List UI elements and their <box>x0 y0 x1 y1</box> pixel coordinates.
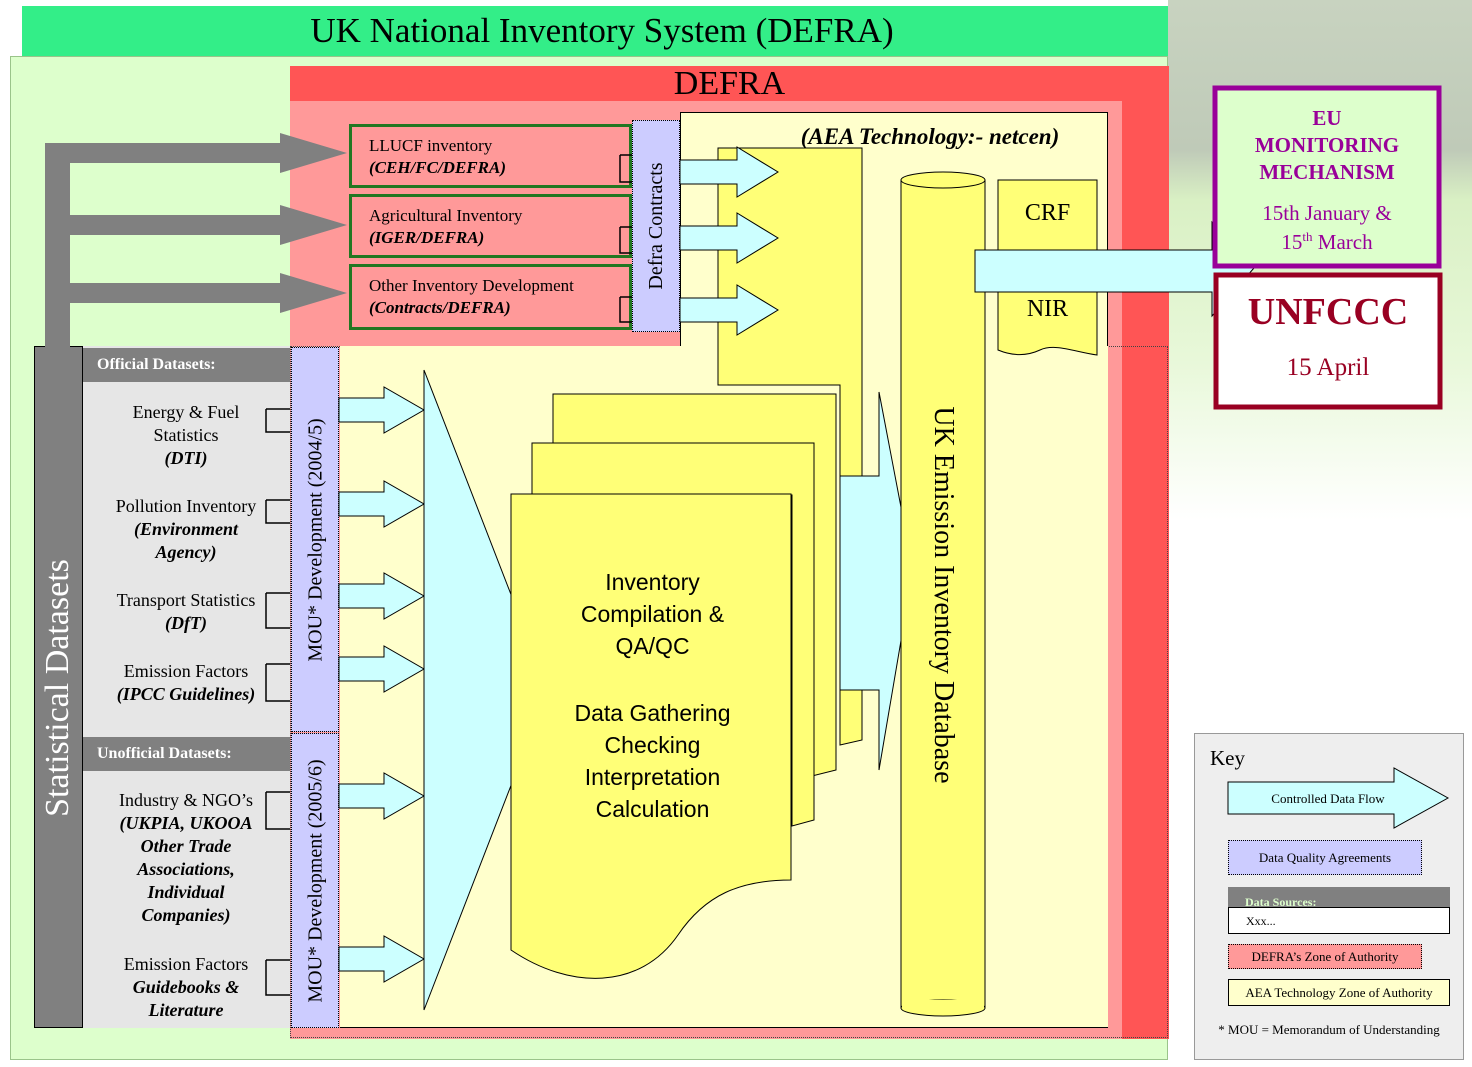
dataset-brackets <box>265 408 290 996</box>
compilation-line-spacer <box>540 662 765 697</box>
inventory-arrows <box>679 146 779 336</box>
database-label: UK Emission Inventory Database <box>928 406 959 784</box>
nir-label: NIR <box>1026 296 1069 322</box>
eu-title-line-2: MONITORING <box>1254 133 1400 157</box>
inventory-other-org: (Contracts/DEFRA) <box>369 298 511 317</box>
eu-box <box>1212 85 1442 269</box>
eu-date-2-rest: March <box>1312 230 1373 254</box>
dataset-energy-org: (DTI) <box>164 448 208 468</box>
dataset-energy-name: Energy & Fuel Statistics <box>132 402 240 445</box>
key-defra-label: DEFRA’s Zone of Authority <box>1251 949 1399 964</box>
aea-label: (AEA Technology:- netcen) <box>800 124 1060 149</box>
funnel-triangle <box>423 369 549 1011</box>
eu-title: EU MONITORING MECHANISM <box>1215 105 1439 186</box>
dataset-emission-factors-guidebooks: Emission Factors Guidebooks & Literature <box>88 953 284 1022</box>
official-datasets-header: Official Datasets: <box>97 356 216 373</box>
dataset-transport: Transport Statistics (DfT) <box>88 589 284 635</box>
dataset-ipcc-name: Emission Factors <box>123 661 249 681</box>
key-dqa-label: Data Quality Agreements <box>1258 850 1392 865</box>
eu-date-2-sup: th <box>1302 229 1313 244</box>
mou-2004-strip <box>291 347 339 732</box>
official-header-bar <box>83 348 290 382</box>
datasets-panel <box>83 346 290 1028</box>
compilation-to-db-arrow <box>839 391 914 771</box>
dataset-industry-name: Industry & NGO’s <box>119 790 253 810</box>
unfccc-title: UNFCCC <box>1247 291 1409 333</box>
inventory-llucf <box>349 124 632 188</box>
key-sources-header-bar <box>1228 887 1450 907</box>
dataset-energy: Energy & Fuel Statistics (DTI) <box>88 401 284 470</box>
key-flow-arrow <box>1227 767 1450 829</box>
eu-date-2-num: 15 <box>1281 230 1303 254</box>
dataset-pollution-name: Pollution Inventory <box>115 496 257 516</box>
unfccc-date: 15 April <box>1286 354 1370 381</box>
unofficial-header-bar <box>83 737 290 771</box>
dataset-pollution: Pollution Inventory (Environment Agency) <box>88 495 284 564</box>
database-cylinder <box>900 171 986 1017</box>
eu-date-1: 15th January & <box>1262 201 1392 225</box>
key-sources-value: Xxx... <box>1246 914 1276 928</box>
key-aea-label: AEA Technology Zone of Authority <box>1245 985 1433 1000</box>
compilation-line-5: Data Gathering <box>574 700 731 726</box>
compilation-line-7: Interpretation <box>584 764 721 790</box>
dataset-transport-org: (DfT) <box>165 613 207 633</box>
dataset-guidebooks-org: Guidebooks & Literature <box>132 977 240 1020</box>
dataset-transport-name: Transport Statistics <box>116 590 256 610</box>
inventory-llucf-org: (CEH/FC/DEFRA) <box>369 158 506 177</box>
key-sources-box <box>1228 907 1450 934</box>
dataset-guidebooks-name: Emission Factors <box>123 954 249 974</box>
mou-arrows <box>338 386 426 983</box>
defra-label: DEFRA <box>673 65 786 102</box>
inventory-agricultural-org: (IGER/DEFRA) <box>369 228 485 247</box>
title-bar <box>22 6 1182 56</box>
grey-source-arrows <box>45 133 347 348</box>
compilation-page-1 <box>510 493 792 979</box>
nir-document <box>997 281 1098 356</box>
key-dqa-swatch <box>1228 840 1422 875</box>
dataset-industry-org: (UKPIA, UKOOA Other Trade Associations, … <box>119 813 253 925</box>
dataset-ipcc-org: (IPCC Guidelines) <box>116 684 256 704</box>
inventory-llucf-name: LLUCF inventory <box>369 136 493 155</box>
key-title: Key <box>1210 746 1245 770</box>
eu-date-2: 15th March <box>1215 229 1439 255</box>
eu-title-line-3: MECHANISM <box>1259 160 1395 184</box>
contracts-brackets <box>619 154 632 323</box>
page-title: UK National Inventory System (DEFRA) <box>310 11 894 50</box>
compilation-line-3: QA/QC <box>615 633 690 659</box>
dataset-industry-ngo: Industry & NGO’s (UKPIA, UKOOA Other Tra… <box>88 789 284 927</box>
mou-2005-strip <box>291 733 339 1028</box>
compilation-line-1: Inventory <box>605 569 700 595</box>
inventory-agricultural-name: Agricultural Inventory <box>369 206 523 225</box>
unofficial-datasets-header: Unofficial Datasets: <box>97 745 232 762</box>
compilation-line-6: Checking <box>604 732 701 758</box>
key-sources-header: Data Sources: <box>1245 895 1317 909</box>
inventory-other-name: Other Inventory Development <box>369 276 574 295</box>
compilation-line-8: Calculation <box>595 796 710 822</box>
unfccc-box <box>1213 272 1443 410</box>
compilation-line-2: Compilation & <box>580 601 725 627</box>
inventory-agricultural <box>349 194 632 258</box>
key-footnote: * MOU = Memorandum of Understanding <box>1218 1022 1440 1037</box>
crf-label: CRF <box>1024 200 1071 226</box>
statistical-datasets-bar <box>34 346 83 1028</box>
key-flow-label: Controlled Data Flow <box>1271 791 1385 806</box>
compilation-text: Inventory Compilation & QA/QC Data Gathe… <box>540 566 765 825</box>
eu-title-line-1: EU <box>1312 106 1342 130</box>
dataset-emission-factors-ipcc: Emission Factors (IPCC Guidelines) <box>88 660 284 706</box>
dataset-pollution-org: (Environment Agency) <box>133 519 239 562</box>
key-defra-swatch <box>1228 944 1422 969</box>
key-aea-swatch <box>1228 979 1450 1006</box>
